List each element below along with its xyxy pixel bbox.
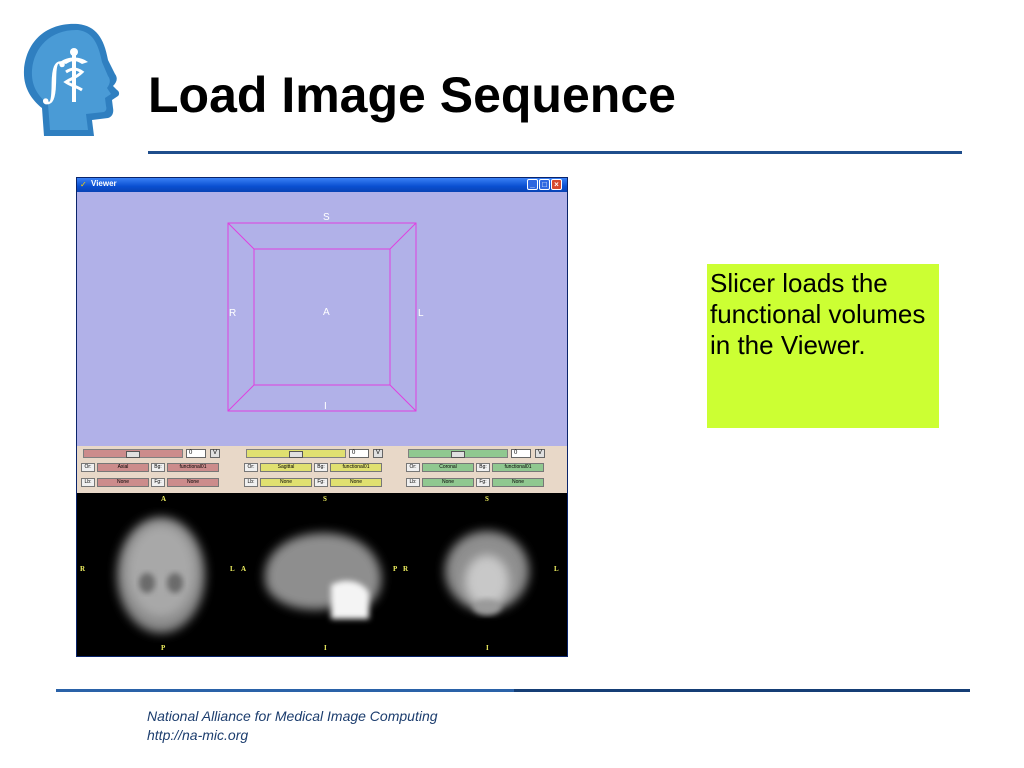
sagittal-label-top: S (323, 495, 327, 503)
footer: National Alliance for Medical Image Comp… (147, 707, 438, 745)
background-volume-menu[interactable]: functional01 (330, 463, 382, 472)
slice-slider[interactable] (83, 449, 183, 458)
coronal-label-top: S (485, 495, 489, 503)
background-label: Bg: (476, 463, 490, 472)
maximize-icon[interactable]: □ (539, 179, 550, 190)
slice-views[interactable]: A P R L S I A P S I R L (77, 493, 567, 656)
orientation-label: Or: (81, 463, 95, 472)
slicer-app-icon: ✓ (80, 180, 87, 189)
3d-label-anterior: A (323, 307, 330, 318)
sagittal-label-bottom: I (324, 644, 327, 652)
minimize-icon[interactable]: _ (527, 179, 538, 190)
namic-logo: ∫ (16, 20, 126, 138)
coronal-label-right: L (554, 565, 559, 573)
title-divider (148, 151, 962, 154)
sagittal-brain-image (264, 533, 382, 619)
slide-title: Load Image Sequence (148, 67, 676, 123)
3d-label-left: L (418, 308, 424, 319)
labelmap-volume-menu[interactable]: None (97, 478, 149, 487)
axial-label-left: R (80, 565, 86, 573)
coronal-label-left: R (403, 565, 409, 573)
visibility-button[interactable]: V (210, 449, 220, 458)
viewer-window: ✓ Viewer _ □ × S I R L A 0 V Or: (76, 177, 568, 657)
slice-value-field[interactable]: 0 (349, 449, 369, 458)
axial-label-top: A (161, 495, 167, 503)
background-label: Bg: (151, 463, 165, 472)
slice-slider[interactable] (408, 449, 508, 458)
foreground-label: Fg: (151, 478, 165, 487)
footer-org: National Alliance for Medical Image Comp… (147, 708, 438, 724)
close-icon[interactable]: × (551, 179, 562, 190)
slice-control-axial: 0 V Or: Axial Bg: functional01 Lb: None … (79, 446, 241, 493)
foreground-label: Fg: (314, 478, 328, 487)
footer-url: http://na-mic.org (147, 727, 249, 743)
slice-slider[interactable] (246, 449, 346, 458)
slice-control-coronal: 0 V Or: Coronal Bg: functional01 Lb: Non… (404, 446, 566, 493)
visibility-button[interactable]: V (373, 449, 383, 458)
foreground-volume-menu[interactable]: None (167, 478, 219, 487)
orientation-menu[interactable]: Coronal (422, 463, 474, 472)
slider-thumb[interactable] (126, 451, 140, 458)
foreground-volume-menu[interactable]: None (330, 478, 382, 487)
labelmap-label: Lb: (244, 478, 258, 487)
orientation-menu[interactable]: Axial (97, 463, 149, 472)
callout-box: Slicer loads the functional volumes in t… (707, 264, 939, 428)
viewer-titlebar: ✓ Viewer _ □ × (77, 178, 567, 192)
svg-text:∫: ∫ (42, 53, 66, 107)
labelmap-volume-menu[interactable]: None (260, 478, 312, 487)
slider-thumb[interactable] (451, 451, 465, 458)
slider-thumb[interactable] (289, 451, 303, 458)
viewer-title: Viewer (91, 179, 117, 188)
sagittal-label-right: P (393, 565, 398, 573)
background-volume-menu[interactable]: functional01 (167, 463, 219, 472)
axial-label-bottom: P (161, 644, 166, 652)
footer-divider-light (56, 689, 514, 692)
labelmap-label: Lb: (81, 478, 95, 487)
foreground-label: Fg: (476, 478, 490, 487)
slice-controls: 0 V Or: Axial Bg: functional01 Lb: None … (77, 446, 567, 493)
axial-label-right: L (230, 565, 235, 573)
orientation-menu[interactable]: Sagittal (260, 463, 312, 472)
background-label: Bg: (314, 463, 328, 472)
labelmap-label: Lb: (406, 478, 420, 487)
sagittal-label-left: A (241, 565, 247, 573)
3d-label-superior: S (323, 212, 330, 223)
axial-brain-image (117, 517, 205, 633)
3d-label-right: R (229, 308, 237, 319)
orientation-label: Or: (244, 463, 258, 472)
slice-value-field[interactable]: 0 (511, 449, 531, 458)
coronal-label-bottom: I (486, 644, 489, 652)
slice-value-field[interactable]: 0 (186, 449, 206, 458)
footer-divider-dark (514, 689, 970, 692)
3d-view[interactable]: S I R L A (77, 192, 567, 446)
coronal-brain-image (445, 531, 529, 615)
orientation-label: Or: (406, 463, 420, 472)
foreground-volume-menu[interactable]: None (492, 478, 544, 487)
slice-control-sagittal: 0 V Or: Sagittal Bg: functional01 Lb: No… (242, 446, 404, 493)
visibility-button[interactable]: V (535, 449, 545, 458)
labelmap-volume-menu[interactable]: None (422, 478, 474, 487)
background-volume-menu[interactable]: functional01 (492, 463, 544, 472)
3d-label-inferior: I (324, 401, 327, 412)
